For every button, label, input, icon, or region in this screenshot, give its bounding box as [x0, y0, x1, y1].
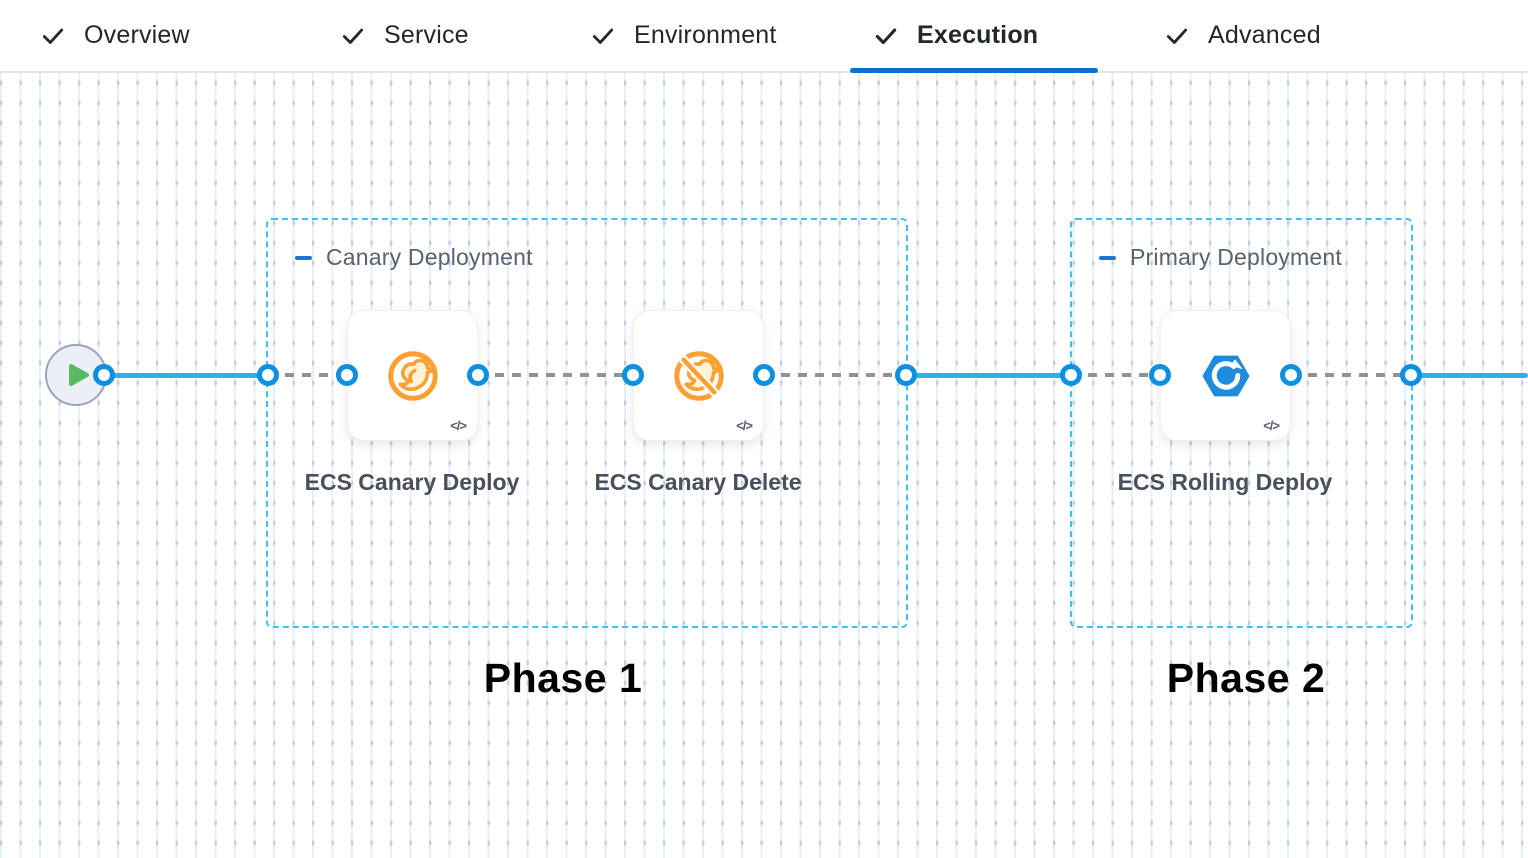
check-icon: [1164, 23, 1190, 49]
connector-port[interactable]: [1060, 364, 1082, 386]
phase-1-annotation: Phase 1: [483, 655, 643, 701]
active-tab-underline: [850, 68, 1098, 73]
connector-dashed: [1071, 373, 1160, 377]
connector-port[interactable]: [336, 364, 358, 386]
step-card-ecs-canary-deploy[interactable]: </>: [347, 310, 478, 441]
tab-execution[interactable]: Execution: [873, 0, 1038, 71]
connector-port[interactable]: [257, 364, 279, 386]
connector-port[interactable]: [1149, 364, 1171, 386]
stage-group-title: Primary Deployment: [1130, 244, 1342, 270]
tab-label: Execution: [917, 21, 1039, 49]
connector-solid: [104, 373, 268, 378]
stage-group-primary: Primary Deployment: [1070, 218, 1413, 628]
tab-label: Environment: [634, 21, 777, 49]
tab-overview[interactable]: Overview: [40, 0, 190, 71]
code-icon: </>: [1263, 418, 1280, 433]
check-icon: [40, 23, 66, 49]
stage-group-canary: Canary Deployment: [266, 218, 908, 628]
connector-port[interactable]: [1400, 364, 1422, 386]
connector-port[interactable]: [622, 364, 644, 386]
tab-environment[interactable]: Environment: [590, 0, 777, 71]
ecs-canary-delete-icon: [673, 350, 724, 401]
stage-group-header[interactable]: Canary Deployment: [295, 244, 533, 271]
connector-dashed: [764, 373, 906, 377]
phase-2-annotation: Phase 2: [1166, 655, 1326, 701]
check-icon: [873, 23, 899, 49]
step-label-ecs-canary-deploy: ECS Canary Deploy: [304, 469, 520, 495]
connector-port[interactable]: [467, 364, 489, 386]
connector-port[interactable]: [753, 364, 775, 386]
connector-solid: [906, 373, 1071, 378]
stage-group-title: Canary Deployment: [326, 244, 533, 270]
ecs-rolling-deploy-icon: [1201, 355, 1250, 396]
connector-dashed: [478, 373, 633, 377]
step-label-ecs-canary-delete: ECS Canary Delete: [594, 469, 802, 495]
collapse-minus-icon[interactable]: [1099, 255, 1116, 260]
step-label-ecs-rolling-deploy: ECS Rolling Deploy: [1117, 469, 1333, 495]
step-card-ecs-rolling-deploy[interactable]: </>: [1160, 310, 1291, 441]
play-icon: [68, 364, 89, 386]
stage-group-header[interactable]: Primary Deployment: [1099, 244, 1342, 271]
collapse-minus-icon[interactable]: [295, 255, 312, 260]
connector-port[interactable]: [895, 364, 917, 386]
tab-label: Overview: [84, 21, 190, 49]
connector-port[interactable]: [93, 364, 115, 386]
check-icon: [340, 23, 366, 49]
connector-port[interactable]: [1280, 364, 1302, 386]
pipeline-canvas[interactable]: Canary Deployment Primary Deployment </>: [0, 73, 1528, 858]
code-icon: </>: [736, 418, 753, 433]
check-icon: [590, 23, 616, 49]
tab-label: Advanced: [1208, 21, 1321, 49]
connector-dashed: [1291, 373, 1411, 377]
tab-advanced[interactable]: Advanced: [1164, 0, 1321, 71]
stage-config-tabbar: Overview Service Environment Execution A…: [0, 0, 1528, 73]
tab-label: Service: [384, 21, 469, 49]
ecs-canary-deploy-icon: [387, 350, 438, 401]
connector-dashed: [268, 373, 347, 377]
step-card-ecs-canary-delete[interactable]: </>: [633, 310, 764, 441]
connector-solid: [1411, 373, 1528, 378]
tab-service[interactable]: Service: [340, 0, 469, 71]
code-icon: </>: [450, 418, 467, 433]
